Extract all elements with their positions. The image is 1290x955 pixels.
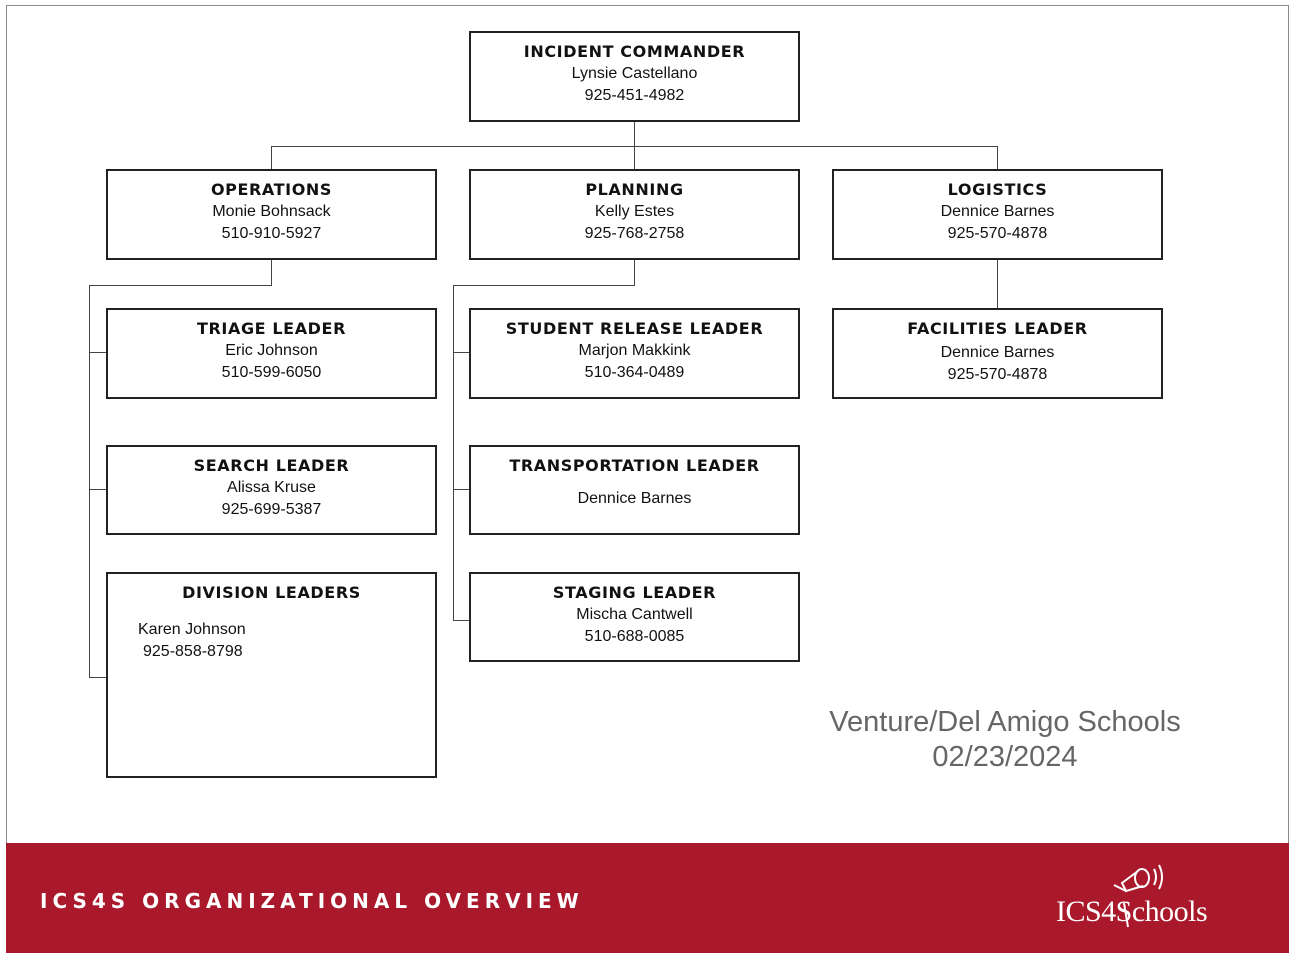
phone-number: 925-768-2758: [584, 225, 685, 242]
connector: [997, 146, 998, 171]
role-title: STUDENT RELEASE LEADER: [505, 319, 764, 338]
connector: [89, 352, 107, 353]
phone-number: 510-599-6050: [221, 364, 322, 381]
footer-title: ICS4S ORGANIZATIONAL OVERVIEW: [40, 889, 584, 913]
person-name: Dennice Barnes: [940, 344, 1055, 361]
phone-number: 925-451-4982: [584, 87, 685, 104]
role-title: DIVISION LEADERS: [182, 583, 361, 602]
role-title: SEARCH LEADER: [193, 456, 350, 475]
connector: [89, 285, 272, 286]
student-release-leader-box: STUDENT RELEASE LEADER Marjon Makkink 51…: [469, 308, 800, 399]
person-name: Dennice Barnes: [577, 490, 692, 507]
connector: [453, 352, 471, 353]
role-title: TRANSPORTATION LEADER: [509, 456, 760, 475]
person-name: Mischa Cantwell: [576, 606, 693, 623]
phone-number: 925-570-4878: [947, 225, 1048, 242]
connector: [453, 489, 471, 490]
search-leader-box: SEARCH LEADER Alissa Kruse 925-699-5387: [106, 445, 437, 535]
role-title: PLANNING: [585, 180, 684, 199]
role-title: TRIAGE LEADER: [196, 319, 347, 338]
connector: [453, 285, 454, 621]
connector: [453, 620, 471, 621]
connector: [997, 258, 998, 310]
chart-date: 02/23/2024: [932, 741, 1078, 773]
connector: [271, 258, 272, 286]
role-title: FACILITIES LEADER: [907, 319, 1088, 338]
logo-text: ICS4Schools: [1056, 895, 1208, 928]
person-name: Kelly Estes: [594, 203, 675, 220]
role-title: LOGISTICS: [947, 180, 1048, 199]
connector: [89, 489, 107, 490]
person-name: Marjon Makkink: [578, 342, 691, 359]
incident-commander-box: INCIDENT COMMANDER Lynsie Castellano 925…: [469, 31, 800, 122]
person-name: Lynsie Castellano: [571, 65, 698, 82]
planning-box: PLANNING Kelly Estes 925-768-2758: [469, 169, 800, 260]
operations-box: OPERATIONS Monie Bohnsack 510-910-5927: [106, 169, 437, 260]
person-name: Karen Johnson: [138, 621, 246, 638]
connector: [634, 258, 635, 286]
facilities-leader-box: FACILITIES LEADER Dennice Barnes 925-570…: [832, 308, 1163, 399]
school-name: Venture/Del Amigo Schools: [829, 706, 1181, 738]
phone-number: 925-858-8798: [143, 643, 243, 660]
person-name: Dennice Barnes: [940, 203, 1055, 220]
phone-number: 510-910-5927: [221, 225, 322, 242]
staging-leader-box: STAGING LEADER Mischa Cantwell 510-688-0…: [469, 572, 800, 662]
division-leaders-box: DIVISION LEADERS Karen Johnson 925-858-8…: [106, 572, 437, 778]
footer-banner: ICS4S ORGANIZATIONAL OVERVIEW ICS4School…: [6, 843, 1289, 953]
connector: [89, 285, 90, 678]
person-name: Alissa Kruse: [227, 479, 316, 496]
division-leader-entry: Karen Johnson 925-858-8798: [108, 619, 435, 663]
ics4schools-logo: ICS4Schools: [1026, 855, 1256, 945]
phone-number: 925-570-4878: [947, 366, 1048, 383]
connector: [271, 146, 272, 171]
triage-leader-box: TRIAGE LEADER Eric Johnson 510-599-6050: [106, 308, 437, 399]
phone-number: 510-688-0085: [584, 628, 685, 645]
role-title: STAGING LEADER: [552, 583, 717, 602]
connector: [453, 285, 635, 286]
transportation-leader-box: TRANSPORTATION LEADER Dennice Barnes: [469, 445, 800, 535]
role-title: OPERATIONS: [210, 180, 333, 199]
person-name: Monie Bohnsack: [212, 203, 331, 220]
phone-number: 510-364-0489: [584, 364, 685, 381]
connector: [271, 146, 998, 147]
logistics-box: LOGISTICS Dennice Barnes 925-570-4878: [832, 169, 1163, 260]
role-title: INCIDENT COMMANDER: [523, 42, 746, 61]
phone-number: 925-699-5387: [221, 501, 322, 518]
megaphone-icon: [1113, 864, 1163, 928]
person-name: Eric Johnson: [225, 342, 318, 359]
connector: [89, 677, 107, 678]
